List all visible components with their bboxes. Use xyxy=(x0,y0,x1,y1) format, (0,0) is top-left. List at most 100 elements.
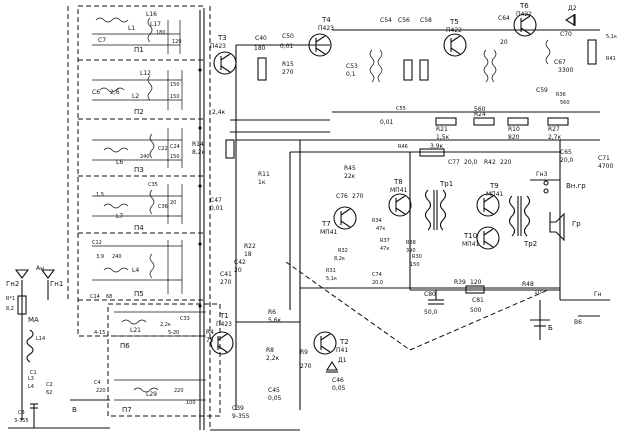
component-value: 3,9к xyxy=(430,143,444,150)
component-value: 2,2к xyxy=(160,322,171,328)
capacitor-label: C7 xyxy=(98,37,106,44)
coil-label: L7 xyxy=(116,213,123,220)
capacitor-label: С54 xyxy=(380,17,392,24)
component-value: 10 xyxy=(534,289,542,296)
component-value: 150 xyxy=(170,82,180,88)
resistor-label: R37 xyxy=(380,238,390,244)
component-value: 20,0 xyxy=(560,157,574,164)
transistor-ref: Т1 xyxy=(219,312,229,320)
component-value: 560 xyxy=(474,106,486,113)
band-block-p3: L6 C22 240 C24 150 П3 xyxy=(92,128,183,174)
antenna-label: МА xyxy=(28,316,39,324)
capacitor-label: С3 xyxy=(18,410,25,416)
component-value: 240 xyxy=(140,154,150,160)
transistor-type: П423 xyxy=(210,43,226,50)
resistor-label: R4 xyxy=(206,329,214,336)
jack-label: Гн2 xyxy=(6,280,19,288)
band-block-p4: L7 C35 1,5 C36 20 П4 xyxy=(92,182,183,232)
transistor-t5: Т5 П422 xyxy=(443,18,467,57)
component-value: 220 xyxy=(500,159,512,166)
resistor-label: R15 xyxy=(282,61,294,68)
band-block-p2: C6 2,6 L2 L12 150 150 П2 xyxy=(92,70,183,116)
transistor-t3: Т3 П423 xyxy=(210,34,237,75)
speaker-label: Гр xyxy=(572,220,581,228)
component-value: 0,1 xyxy=(346,71,356,78)
component-value: 2,2к xyxy=(266,355,280,362)
capacitor-label: С1 xyxy=(30,370,37,376)
band-name: П7 xyxy=(122,406,132,414)
resistor-label: R46 xyxy=(398,144,408,150)
band-switch-contacts xyxy=(198,10,205,430)
capacitor-label: С46 xyxy=(332,377,344,384)
component-value: 270 xyxy=(352,193,364,200)
component-value: 50,0 xyxy=(424,309,438,316)
component-value: 0,05 xyxy=(268,395,282,402)
band-name: П6 xyxy=(120,342,130,350)
transistor-t7: Т7 МП41 xyxy=(320,206,357,236)
component-value: 62 xyxy=(46,390,52,396)
component-value: 4700 xyxy=(598,163,613,170)
component-value: 5,6к xyxy=(268,317,282,324)
transistor-t1: Т1 П423 xyxy=(210,312,234,355)
resistor-label: R39 xyxy=(454,279,466,286)
component-value: 1,5 xyxy=(96,192,104,198)
component-value: 220 xyxy=(174,388,184,394)
capacitor-label: С65 xyxy=(560,149,572,156)
component-value: 150 xyxy=(410,262,420,268)
resistor-label: R34 xyxy=(372,218,382,224)
component-value: 120 xyxy=(470,279,482,286)
component-value: 2,4к xyxy=(212,109,226,116)
resistor-label: R36 xyxy=(556,92,566,98)
capacitor-label: С80 xyxy=(424,291,436,298)
band-name: П3 xyxy=(134,166,144,174)
capacitor-label: C33 xyxy=(180,316,190,322)
component-value: 0,01 xyxy=(210,205,224,212)
transistor-ref: Т7 xyxy=(321,220,331,228)
switch-label: В xyxy=(72,406,77,414)
component-value: 220 xyxy=(96,388,106,394)
component-value: 47к xyxy=(380,246,389,252)
capacitor-label: С55 xyxy=(396,106,406,112)
main-wiring xyxy=(235,45,561,410)
band-block-p7: L29 220 100 П7 xyxy=(114,379,206,414)
component-value: 270 xyxy=(220,279,232,286)
transistor-ref: Т2 xyxy=(339,338,349,346)
coil-label: L12 xyxy=(140,70,151,77)
component-value: 820 xyxy=(508,134,520,141)
coil-label: L17 xyxy=(150,21,161,28)
power-section: R39 120 С80 50,0 С81 500 R48 10 Б Гн В6 xyxy=(285,261,610,351)
external-speaker-label: Вн.гр xyxy=(566,182,586,190)
component-value: 8,2к xyxy=(334,256,345,262)
component-value: 560 xyxy=(560,100,570,106)
transistor-ref: Т3 xyxy=(217,34,227,42)
capacitor-label: С77 xyxy=(448,159,460,166)
resistor-label: R38 xyxy=(406,240,416,246)
component-value: 270 xyxy=(282,69,294,76)
audio-components: С77 20,0 R42 220 R45 22к С76 270 R34 47к… xyxy=(326,159,512,286)
capacitor-label: С64 xyxy=(498,15,510,22)
resistor-label: R22 xyxy=(244,243,256,250)
capacitor-label: C6 xyxy=(92,89,100,96)
resistor-label: R9 xyxy=(300,349,308,356)
component-value: 4-15 xyxy=(94,330,105,336)
resistor-label: R41 xyxy=(606,56,616,62)
jack-label: Гн3 xyxy=(536,171,548,178)
resistor-label: R32 xyxy=(338,248,348,254)
transistor-type: П423 xyxy=(318,25,334,32)
battery-label: Б xyxy=(548,324,553,332)
coil-label: L29 xyxy=(146,391,157,398)
transistor-t4: Т4 П423 xyxy=(308,16,334,57)
coil-label: L3 xyxy=(28,376,34,382)
transistor-ref: Т5 xyxy=(449,18,459,26)
resistor-label: R*1 xyxy=(6,296,15,302)
resistor-label: R42 xyxy=(484,159,496,166)
coil-label: L16 xyxy=(146,11,157,18)
coil-label: L4 xyxy=(132,267,139,274)
transistor-t6: Т6 П422 xyxy=(513,2,537,37)
component-value: 390 xyxy=(406,248,416,254)
switch-label: В6 xyxy=(574,319,582,326)
capacitor-label: С71 xyxy=(598,155,610,162)
component-value: 8,2к xyxy=(192,149,206,156)
diode-ref: Д1 xyxy=(338,357,347,364)
resistor-label: R24 xyxy=(474,111,486,118)
